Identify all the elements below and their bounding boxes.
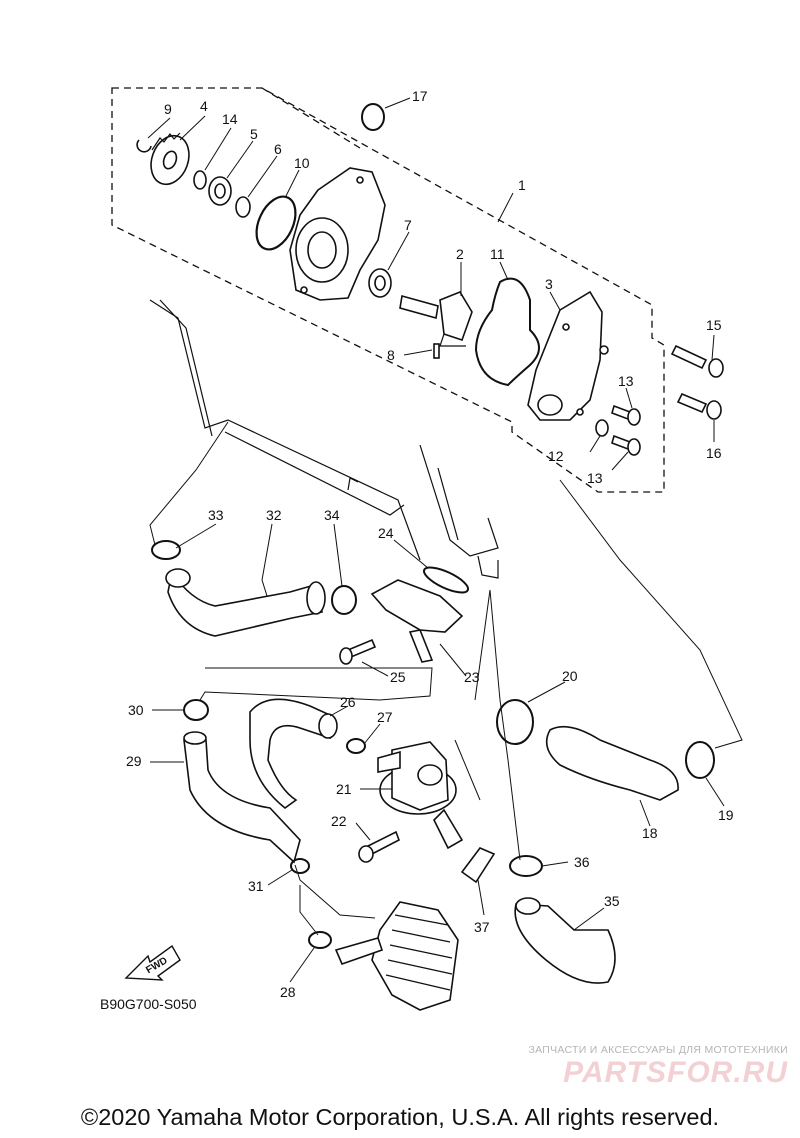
callout-13b: 13 bbox=[587, 470, 603, 486]
pump-assembly-boundary bbox=[111, 87, 665, 493]
callout-31: 31 bbox=[248, 878, 264, 894]
callout-labels: 1 2 3 4 5 6 7 8 9 10 11 12 13 13 14 15 1… bbox=[126, 88, 734, 1000]
callout-7: 7 bbox=[404, 217, 412, 233]
callout-5: 5 bbox=[250, 126, 258, 142]
seal-7 bbox=[368, 268, 392, 298]
callout-28: 28 bbox=[280, 984, 296, 1000]
bolt-16 bbox=[676, 392, 722, 420]
callout-26: 26 bbox=[340, 694, 356, 710]
pump-cover-3 bbox=[527, 290, 609, 421]
callout-24: 24 bbox=[378, 525, 394, 541]
callout-3: 3 bbox=[545, 276, 553, 292]
clamp-20 bbox=[496, 699, 534, 745]
engine-outline bbox=[149, 299, 499, 579]
callout-2: 2 bbox=[456, 246, 464, 262]
bearing-5 bbox=[208, 176, 232, 206]
thermostat-21 bbox=[377, 741, 464, 850]
callout-27: 27 bbox=[377, 709, 393, 725]
bolt-15 bbox=[670, 344, 724, 378]
pump-housing bbox=[289, 167, 386, 301]
callout-25: 25 bbox=[390, 669, 406, 685]
watermark-logo: PARTSFOR.RU bbox=[563, 1056, 788, 1089]
callout-33: 33 bbox=[208, 507, 224, 523]
clamp-27 bbox=[346, 738, 366, 754]
callout-35: 35 bbox=[604, 893, 620, 909]
watermark-tagline: ЗАПЧАСТИ И АКСЕССУАРЫ ДЛЯ МОТОТЕХНИКИ bbox=[528, 1044, 788, 1056]
callout-11: 11 bbox=[490, 246, 505, 262]
callout-12: 12 bbox=[548, 448, 564, 464]
gasket-11 bbox=[474, 277, 540, 387]
callout-20: 20 bbox=[562, 668, 578, 684]
callout-13a: 13 bbox=[618, 373, 634, 389]
callout-16: 16 bbox=[706, 445, 722, 461]
callout-29: 29 bbox=[126, 753, 142, 769]
oil-cooler bbox=[334, 901, 459, 1011]
callout-21: 21 bbox=[336, 781, 352, 797]
copyright-notice: ©2020 Yamaha Motor Corporation, U.S.A. A… bbox=[80, 1104, 720, 1130]
callout-18: 18 bbox=[642, 825, 658, 841]
fwd-arrow-icon: FWD bbox=[124, 944, 181, 981]
pin-8 bbox=[433, 343, 440, 359]
hose-35 bbox=[514, 903, 616, 984]
circlip-9 bbox=[136, 139, 152, 153]
washer-12 bbox=[595, 419, 609, 437]
leader-lines bbox=[149, 421, 743, 936]
callout-14: 14 bbox=[222, 111, 238, 127]
gear-4 bbox=[150, 132, 190, 186]
impeller-2 bbox=[399, 291, 473, 347]
clamp-28 bbox=[308, 931, 332, 949]
callout-1: 1 bbox=[518, 177, 526, 193]
bolt-25 bbox=[339, 638, 377, 665]
clamp-31 bbox=[290, 858, 310, 874]
o-ring-17 bbox=[361, 103, 385, 131]
callout-37: 37 bbox=[474, 919, 490, 935]
bolt-13b bbox=[611, 434, 641, 456]
hose-32 bbox=[167, 569, 323, 637]
callout-22: 22 bbox=[331, 813, 347, 829]
watermark: ЗАПЧАСТИ И АКСЕССУАРЫ ДЛЯ МОТОТЕХНИКИ PA… bbox=[488, 1044, 788, 1088]
callout-36: 36 bbox=[574, 854, 590, 870]
callout-6: 6 bbox=[274, 141, 282, 157]
hose-26 bbox=[249, 698, 333, 810]
callout-32: 32 bbox=[266, 507, 282, 523]
callout-4: 4 bbox=[200, 98, 208, 114]
seal-6 bbox=[235, 196, 251, 218]
pipe-23 bbox=[370, 579, 464, 663]
callout-15: 15 bbox=[706, 317, 722, 333]
callout-9: 9 bbox=[164, 101, 172, 117]
o-ring-10 bbox=[255, 195, 297, 251]
bolt-22 bbox=[358, 830, 400, 863]
callout-17: 17 bbox=[412, 88, 428, 104]
callout-23: 23 bbox=[464, 669, 480, 685]
o-ring-24 bbox=[422, 566, 470, 594]
clamp-19 bbox=[685, 741, 715, 779]
callout-leaders bbox=[147, 97, 725, 983]
callout-10: 10 bbox=[294, 155, 310, 171]
callout-8: 8 bbox=[387, 347, 395, 363]
callout-19: 19 bbox=[718, 807, 734, 823]
washer-14 bbox=[193, 170, 207, 190]
hose-18 bbox=[545, 725, 679, 801]
clamp-33 bbox=[151, 540, 181, 560]
clamp-30 bbox=[183, 699, 209, 721]
diagram-code: B90G700-S050 bbox=[100, 996, 197, 1012]
clamp-34 bbox=[331, 585, 357, 615]
clamp-36 bbox=[509, 855, 543, 877]
bolt-13a bbox=[611, 404, 641, 426]
bracket-37 bbox=[460, 847, 496, 884]
callout-30: 30 bbox=[128, 702, 144, 718]
callout-34: 34 bbox=[324, 507, 340, 523]
